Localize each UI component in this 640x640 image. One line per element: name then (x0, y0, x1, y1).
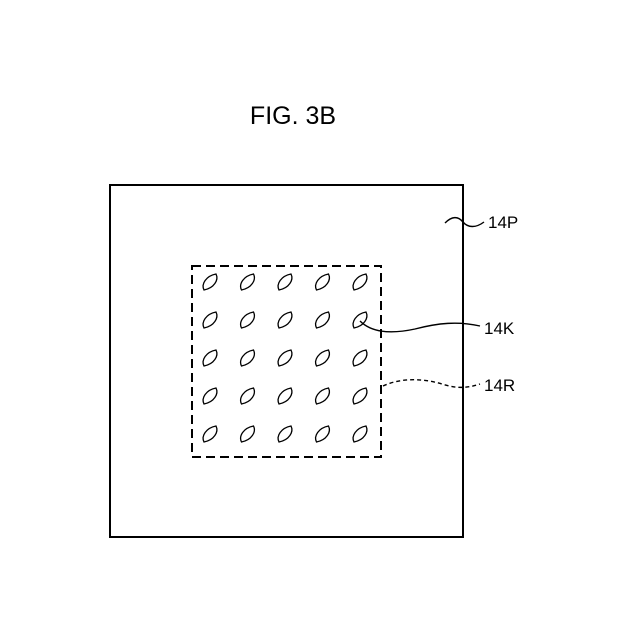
label-14p: 14P (488, 213, 518, 232)
hole (278, 426, 292, 442)
hole (203, 274, 217, 290)
hole (203, 312, 217, 328)
hole (241, 350, 255, 366)
hole (203, 388, 217, 404)
hole (241, 312, 255, 328)
label-14k: 14K (484, 319, 515, 338)
hole-grid (203, 274, 367, 442)
hole (203, 426, 217, 442)
hole (353, 350, 367, 366)
hole (241, 274, 255, 290)
hole (316, 312, 330, 328)
hole (278, 274, 292, 290)
hole (203, 350, 217, 366)
leader-line-14p (445, 218, 484, 227)
leader-line-14r (383, 380, 480, 388)
hole (241, 388, 255, 404)
hole (316, 274, 330, 290)
figure-title: FIG. 3B (250, 102, 336, 130)
hole (241, 426, 255, 442)
hole (353, 426, 367, 442)
hole (278, 312, 292, 328)
hole (278, 350, 292, 366)
outer-plate (110, 185, 463, 537)
label-14r: 14R (484, 376, 515, 395)
hole (353, 274, 367, 290)
hole (316, 426, 330, 442)
hole (278, 388, 292, 404)
hole (316, 350, 330, 366)
hole (316, 388, 330, 404)
hole (353, 388, 367, 404)
